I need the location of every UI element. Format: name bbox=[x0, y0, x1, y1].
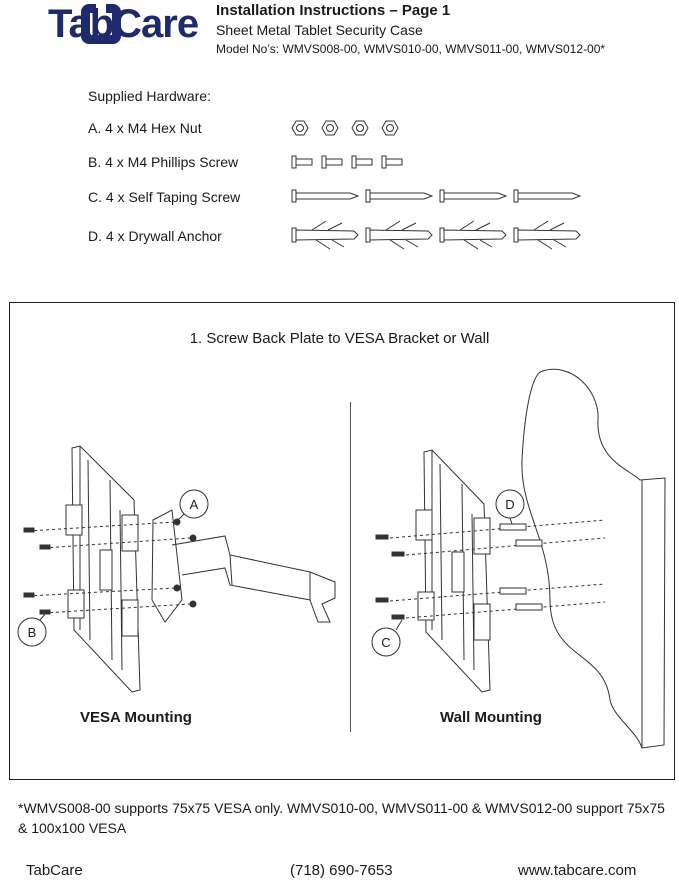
tabcare-logo bbox=[81, 4, 121, 44]
phillips-screw-icons bbox=[291, 155, 403, 169]
document-subtitle: Sheet Metal Tablet Security Case bbox=[216, 22, 423, 38]
vesa-mounting-label: VESA Mounting bbox=[80, 709, 192, 726]
hardware-item-self-taping-screw: C. 4 x Self Taping Screw bbox=[88, 189, 241, 205]
panel-divider bbox=[350, 402, 351, 732]
callout-a: A bbox=[175, 489, 209, 523]
callout-d-label: D bbox=[505, 497, 514, 512]
hardware-item-phillips-screw: B. 4 x M4 Phillips Screw bbox=[88, 154, 239, 170]
footer-website: www.tabcare.com bbox=[518, 862, 637, 879]
hardware-illustrations bbox=[291, 120, 582, 250]
callout-a-label: A bbox=[190, 497, 199, 512]
callout-b: B bbox=[17, 612, 47, 647]
wall-bracket-drawing bbox=[415, 449, 491, 693]
hardware-item-hex-nut: A. 4 x M4 Hex Nut bbox=[88, 120, 202, 136]
step-title: 1. Screw Back Plate to VESA Bracket or W… bbox=[189, 330, 490, 347]
hardware-heading: Supplied Hardware: bbox=[88, 88, 211, 104]
mounting-diagram: A B C D bbox=[17, 368, 666, 749]
logo-wordmark: TabCare bbox=[48, 2, 199, 46]
callout-c: C bbox=[371, 619, 403, 657]
wall-drawing bbox=[521, 368, 666, 749]
footer-company: TabCare bbox=[26, 862, 83, 879]
vesa-screw-lines bbox=[27, 521, 191, 614]
vesa-screws bbox=[23, 518, 197, 615]
wall-mounting-label: Wall Mounting bbox=[440, 709, 542, 726]
document-title: Installation Instructions – Page 1 bbox=[216, 2, 451, 19]
callout-d: D bbox=[495, 489, 525, 525]
hex-nut-icons bbox=[291, 120, 399, 136]
model-numbers: Model No’s: WMVS008-00, WMVS010-00, WMVS… bbox=[216, 42, 606, 56]
callout-c-label: C bbox=[381, 635, 390, 650]
vesa-bracket-drawing bbox=[65, 445, 336, 693]
vesa-support-footnote: *WMVS008-00 supports 75x75 VESA only. WM… bbox=[18, 800, 665, 836]
self-taping-screw-icons bbox=[291, 189, 582, 203]
footer-phone: (718) 690-7653 bbox=[290, 862, 393, 879]
hardware-item-drywall-anchor: D. 4 x Drywall Anchor bbox=[88, 228, 222, 244]
drywall-anchor-icons bbox=[291, 220, 581, 250]
wall-screws bbox=[375, 534, 405, 620]
callout-b-label: B bbox=[28, 625, 37, 640]
wall-anchors bbox=[499, 523, 543, 611]
step-panel bbox=[9, 302, 675, 780]
